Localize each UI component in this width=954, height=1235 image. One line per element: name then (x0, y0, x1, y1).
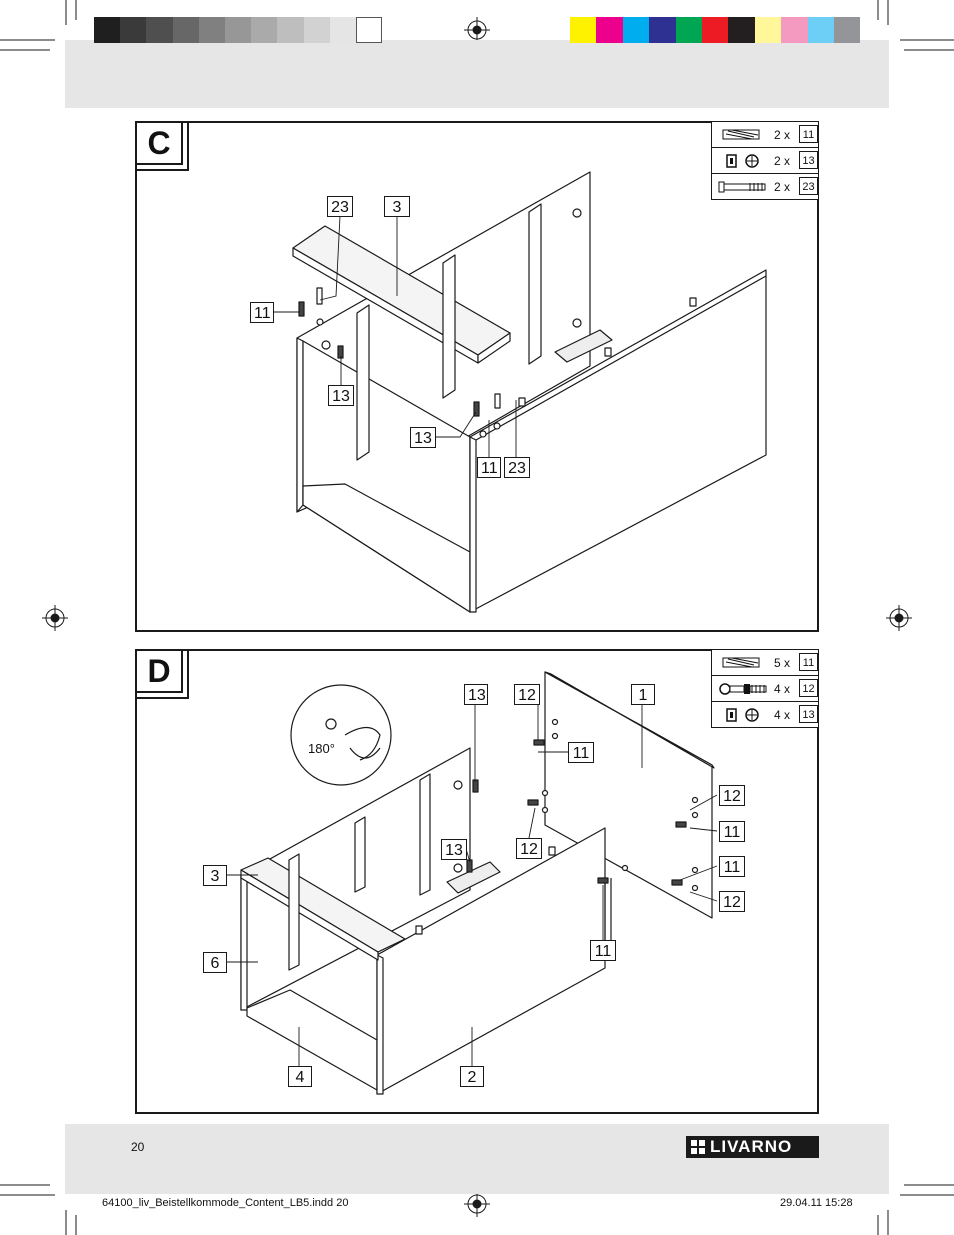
logo-mark-icon (691, 1148, 697, 1154)
color-swatch (781, 17, 808, 43)
logo-mark-icon (699, 1148, 705, 1154)
callout-part: 23 (327, 196, 353, 217)
brand-name: LIVARNO (710, 1137, 793, 1156)
gray-swatch (120, 17, 147, 43)
callout-part: 11 (719, 856, 745, 877)
brand-logo: LIVARNO (686, 1136, 819, 1158)
callout-part: 11 (719, 821, 745, 842)
step-c-parts-list: 2 x 11 2 x 13 2 x 23 (711, 121, 819, 200)
color-swatch (622, 17, 650, 43)
callout-part: 13 (464, 684, 488, 705)
parts-row: 4 x 12 (712, 676, 818, 702)
color-swatch (754, 17, 782, 43)
gray-swatch (329, 17, 356, 43)
gray-swatch (277, 17, 304, 43)
dowel-icon (722, 657, 760, 668)
footer-band (65, 1124, 889, 1194)
color-swatch (649, 17, 676, 43)
callout-part: 3 (203, 865, 227, 886)
callout-part: 13 (328, 385, 354, 406)
step-d-letter: D (135, 649, 183, 693)
parts-row: 2 x 13 (712, 148, 818, 174)
header-band (65, 40, 889, 108)
color-swatch (807, 17, 834, 43)
color-swatch (834, 17, 861, 43)
callout-part: 6 (203, 952, 227, 973)
callout-part: 13 (441, 839, 467, 860)
logo-mark-icon (691, 1140, 697, 1146)
step-c-cabinet-illustration (292, 171, 767, 613)
parts-row: 4 x 13 (712, 702, 818, 727)
callout-part: 4 (288, 1066, 312, 1087)
logo-mark-icon (699, 1140, 705, 1146)
cam-lock-icon (726, 154, 759, 168)
bolt-icon (718, 181, 766, 193)
callout-part: 3 (384, 196, 410, 217)
color-swatch (596, 17, 623, 43)
gray-swatch (303, 17, 330, 43)
callout-part: 12 (516, 838, 542, 859)
callout-part: 11 (477, 457, 501, 478)
callout-part: 11 (250, 302, 274, 323)
gray-swatch (251, 17, 278, 43)
parts-row: 5 x 11 (712, 650, 818, 676)
color-swatch (570, 17, 597, 43)
file-name: 64100_liv_Beistellkommode_Content_LB5.in… (102, 1197, 349, 1209)
gray-swatch (198, 17, 225, 43)
callout-part: 11 (590, 940, 616, 961)
step-d-cabinet-illustration (240, 671, 715, 1095)
detail-magnifier (290, 684, 392, 786)
registration-mark-icon (42, 17, 912, 1217)
date-time: 29.04.11 15:28 (780, 1197, 853, 1209)
dowel-icon (722, 129, 760, 140)
callout-part: 12 (719, 891, 745, 912)
parts-row: 2 x 11 (712, 122, 818, 148)
step-letter-frame (135, 649, 189, 699)
color-swatch (728, 17, 755, 43)
gray-swatch (94, 17, 121, 43)
step-c-letter: C (135, 121, 183, 165)
gray-swatch (356, 17, 383, 43)
step-letter-frame (135, 121, 189, 171)
step-d-parts-list: 5 x 11 4 x 12 4 x 13 (711, 649, 819, 728)
page-number: 20 (131, 1140, 145, 1154)
rotation-label: 180° (308, 741, 335, 756)
parts-row: 2 x 23 (712, 174, 818, 199)
callout-part: 12 (514, 684, 540, 705)
color-swatch (675, 17, 702, 43)
cam-lock-icon (726, 708, 759, 722)
callout-part: 13 (410, 427, 436, 448)
callout-part: 12 (719, 785, 745, 806)
color-swatch (702, 17, 729, 43)
gray-swatch (172, 17, 199, 43)
gray-swatch (225, 17, 252, 43)
callout-part: 23 (504, 457, 530, 478)
callout-part: 11 (568, 742, 594, 763)
callout-part: 1 (631, 684, 655, 705)
gray-swatch (146, 17, 173, 43)
callout-part: 2 (460, 1066, 484, 1087)
connector-bolt-icon (719, 683, 767, 695)
